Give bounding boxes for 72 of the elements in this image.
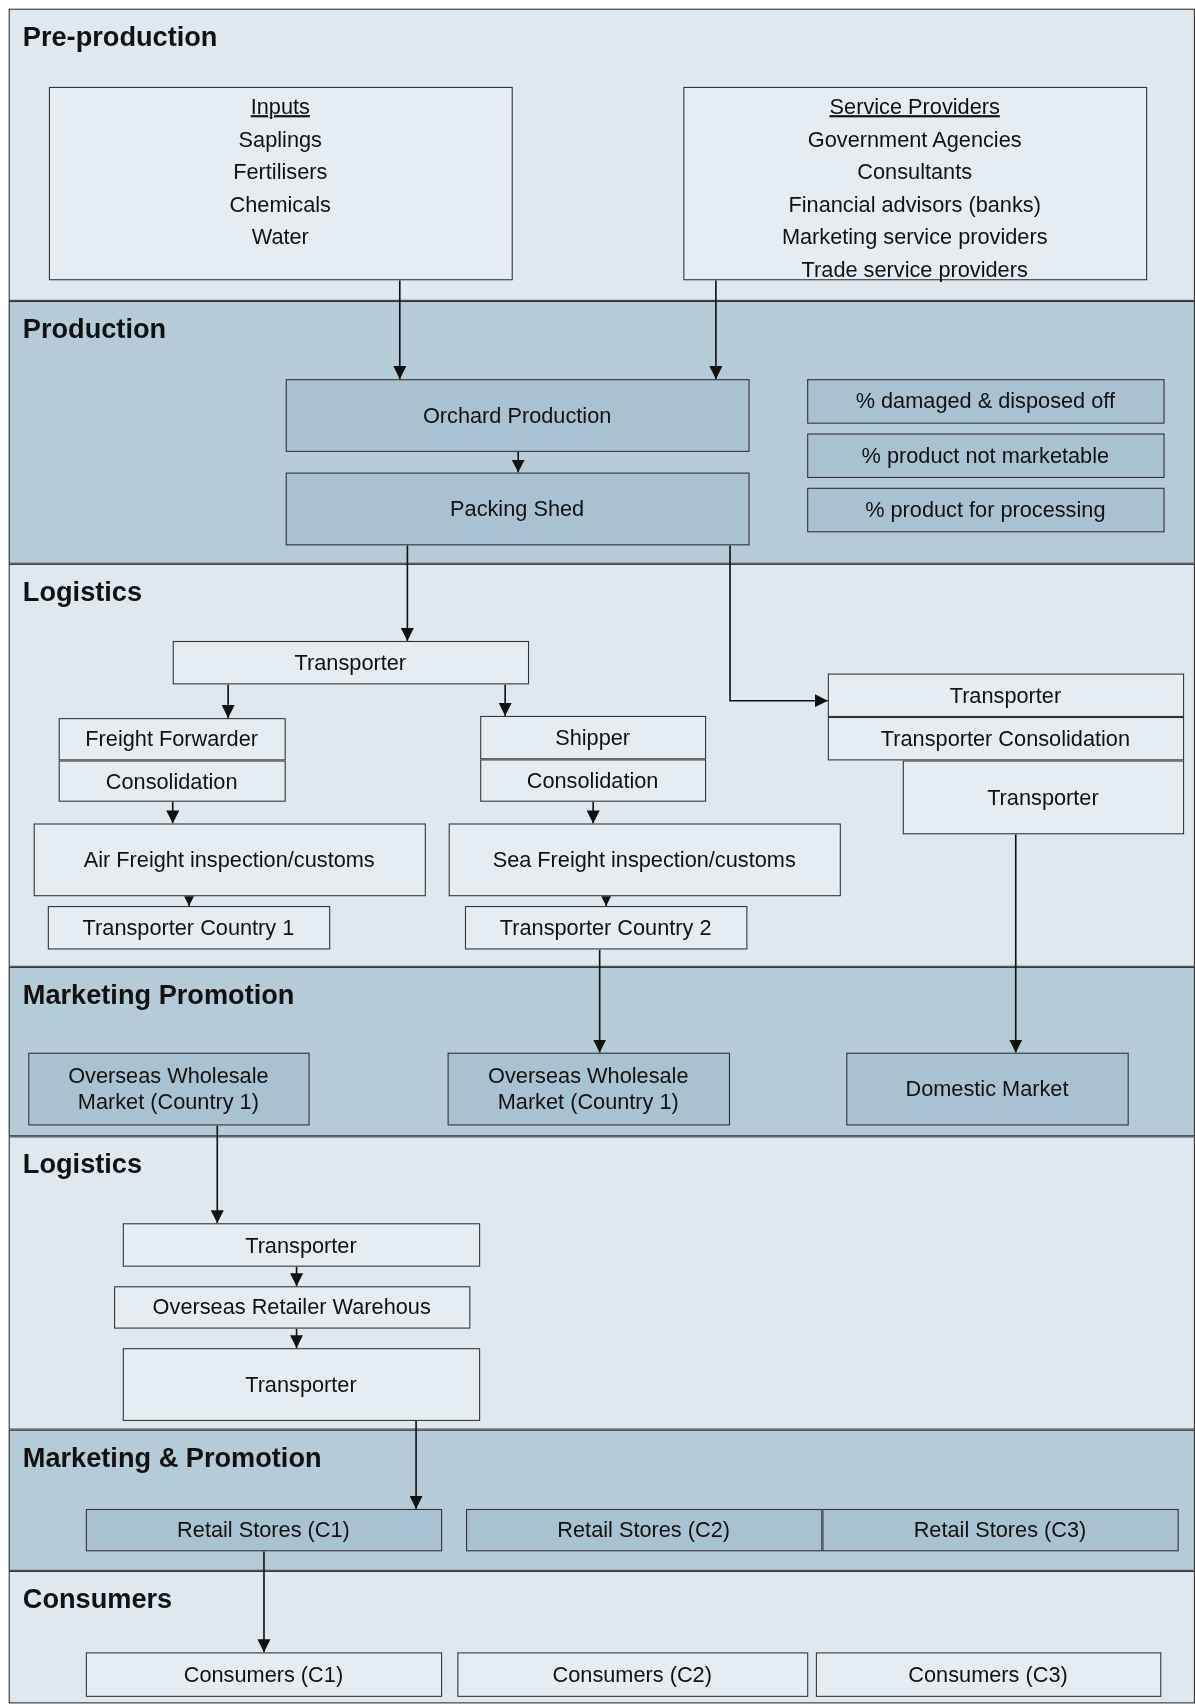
process-box: Transporter Country 2 — [464, 905, 747, 949]
arrow — [498, 683, 512, 717]
swimlane-band — [8, 300, 1195, 564]
process-box: Consolidation — [479, 758, 706, 802]
swimlane-band — [8, 1136, 1195, 1430]
process-box: Sea Freight inspection/customs — [448, 822, 841, 896]
arrow — [709, 279, 723, 380]
process-box: % product not marketable — [806, 432, 1165, 478]
arrow — [729, 544, 829, 708]
process-box: % damaged & disposed off — [806, 378, 1165, 424]
list-item: Government Agencies — [807, 125, 1022, 154]
process-box: Shipper — [479, 715, 706, 759]
list-item: Marketing service providers — [781, 223, 1048, 251]
arrow — [1009, 833, 1023, 1054]
arrow — [586, 800, 600, 825]
process-box: Air Freight inspection/customs — [33, 822, 426, 896]
lane-heading: Marketing Promotion — [22, 978, 295, 1011]
list-item: Saplings — [238, 125, 322, 154]
arrow — [221, 683, 235, 719]
arrow — [257, 1550, 271, 1654]
list-item: Water — [251, 223, 309, 251]
process-box: Transporter — [122, 1222, 480, 1267]
process-box: Transporter Country 1 — [47, 905, 330, 949]
arrow — [593, 948, 607, 1054]
process-box: Consumers (C1) — [85, 1651, 442, 1697]
arrow — [210, 1124, 224, 1225]
process-box: Orchard Production — [285, 378, 750, 452]
lane-heading: Consumers — [22, 1582, 173, 1615]
arrow — [393, 279, 407, 380]
arrow — [409, 1420, 423, 1510]
swimlane-band — [8, 966, 1195, 1137]
arrow — [290, 1327, 304, 1349]
process-box: Transporter — [122, 1347, 480, 1421]
list-heading: Inputs — [250, 92, 310, 121]
list-item: Chemicals — [229, 190, 331, 218]
lane-heading: Logistics — [22, 1148, 143, 1180]
process-box: Domestic Market — [845, 1052, 1129, 1125]
process-box: Retail Stores (C1) — [85, 1508, 442, 1551]
list-box — [48, 86, 513, 280]
list-item: Fertilisers — [233, 158, 328, 186]
lane-heading: Pre-production — [22, 20, 218, 53]
process-box: Transporter — [172, 640, 529, 684]
arrow — [511, 451, 525, 474]
list-heading: Service Providers — [829, 92, 1000, 120]
list-item: Financial advisors (banks) — [788, 190, 1041, 219]
process-box: Packing Shed — [285, 472, 750, 545]
process-box: Consumers (C3) — [815, 1651, 1161, 1697]
swimlane-band — [8, 1570, 1195, 1704]
arrow — [290, 1265, 304, 1288]
process-box: Freight Forwarder — [58, 717, 286, 760]
process-box: Overseas Retailer Warehous — [113, 1285, 470, 1329]
swimlane-band — [8, 8, 1195, 301]
process-box: Overseas Wholesale Market (Country 1) — [447, 1052, 730, 1125]
lane-heading: Marketing & Promotion — [22, 1441, 322, 1474]
lane-heading: Production — [22, 312, 167, 345]
arrow — [166, 800, 180, 825]
process-box: Transporter — [827, 673, 1184, 717]
process-box: Consolidation — [58, 759, 286, 802]
list-box — [682, 86, 1147, 280]
process-box: Retail Stores (C3) — [821, 1508, 1179, 1551]
swimlane-band — [8, 563, 1195, 967]
process-box: Consumers (C2) — [456, 1651, 808, 1697]
process-box: Transporter Consolidation — [827, 716, 1184, 760]
arrow — [400, 544, 414, 642]
process-box: % product for processing — [806, 487, 1165, 532]
process-box: Overseas Wholesale Market (Country 1) — [27, 1052, 310, 1125]
list-item: Consultants — [857, 158, 973, 186]
lane-heading: Logistics — [22, 575, 143, 608]
swimlane-band — [8, 1429, 1195, 1571]
process-box: Transporter — [902, 759, 1184, 834]
list-item: Trade service providers — [801, 255, 1028, 284]
process-box: Retail Stores (C2) — [465, 1508, 822, 1551]
